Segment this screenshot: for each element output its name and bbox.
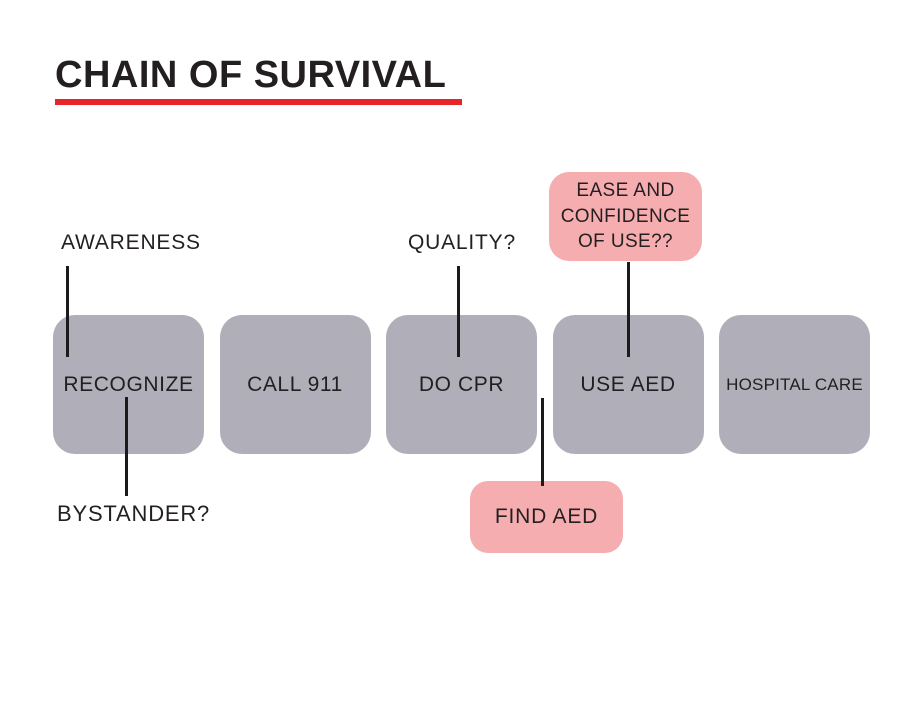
find-aed-connector-line	[541, 398, 544, 486]
bystander-connector-line	[125, 397, 128, 496]
page-title: CHAIN OF SURVIVAL	[55, 54, 447, 96]
chain-step-label: DO CPR	[418, 372, 505, 396]
chain-step-label: RECOGNIZE	[63, 372, 194, 396]
chain-row: RECOGNIZE CALL 911 DO CPR USE AED HOSPIT…	[53, 315, 870, 454]
chain-step-label: USE AED	[580, 372, 676, 396]
chain-step-hospital-care: HOSPITAL CARE	[719, 315, 870, 454]
annotation-quality: QUALITY?	[408, 231, 516, 254]
chain-step-recognize: RECOGNIZE	[53, 315, 204, 454]
annotation-awareness: AWARENESS	[61, 231, 201, 254]
chain-step-label: CALL 911	[247, 372, 343, 396]
ease-confidence-connector-line	[627, 262, 630, 357]
title-underline	[55, 99, 462, 105]
chain-step-do-cpr: DO CPR	[386, 315, 537, 454]
chain-step-call-911: CALL 911	[219, 315, 371, 454]
annotation-find-aed-box: FIND AED	[470, 481, 623, 553]
awareness-connector-line	[66, 266, 69, 357]
chain-step-label: HOSPITAL CARE	[726, 374, 863, 394]
annotation-bystander: BYSTANDER?	[57, 501, 211, 526]
annotation-ease-confidence-box: EASE AND CONFIDENCE OF USE??	[549, 172, 702, 261]
quality-connector-line	[457, 266, 460, 357]
